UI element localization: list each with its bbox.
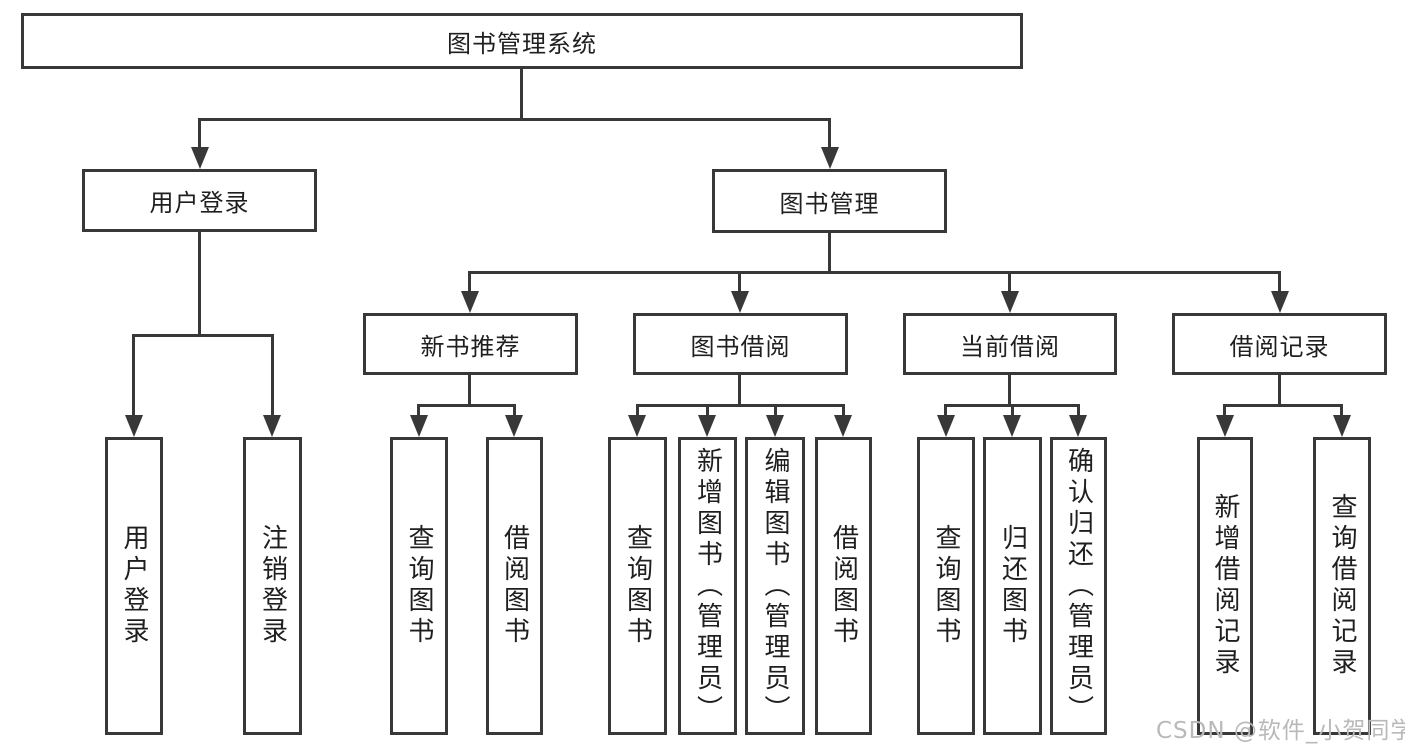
leaf-borrow-books-recommend: 借阅图书 bbox=[486, 437, 543, 735]
connector-arrowhead bbox=[263, 415, 281, 437]
connector-to-leaf bbox=[271, 334, 274, 418]
connector-arrowhead bbox=[1069, 415, 1087, 437]
connector-to-section bbox=[468, 271, 471, 294]
connector-to-leaf bbox=[636, 404, 639, 418]
connector-arrowhead bbox=[1003, 415, 1021, 437]
connector-user-login-stem bbox=[198, 232, 201, 336]
node-borrowing-records: 借阅记录 bbox=[1172, 313, 1387, 375]
leaf-user-login: 用户登录 bbox=[105, 437, 163, 735]
connector-to-section bbox=[1008, 271, 1011, 294]
leaf-logout: 注销登录 bbox=[243, 437, 302, 735]
node-user-login: 用户登录 bbox=[82, 169, 317, 232]
leaf-add-borrow-record: 新增借阅记录 bbox=[1197, 437, 1253, 735]
connector-to-leaf bbox=[842, 404, 845, 418]
connector-arrowhead bbox=[1333, 415, 1351, 437]
connector-level1-rail bbox=[198, 118, 831, 121]
leaf-edit-books-admin: 编辑图书（管理员） bbox=[745, 437, 805, 735]
connector-arrowhead bbox=[834, 415, 852, 437]
connector-to-book-management bbox=[828, 118, 831, 150]
connector-section-stem bbox=[1008, 375, 1011, 407]
leaf-confirm-return-admin: 确认归还（管理员） bbox=[1050, 437, 1107, 735]
connector-to-leaf bbox=[706, 404, 709, 418]
connector-to-leaf bbox=[513, 404, 516, 418]
connector-arrowhead bbox=[1001, 291, 1019, 313]
connector-section-stem bbox=[468, 375, 471, 407]
connector-level2-rail bbox=[468, 271, 1281, 274]
connector-arrowhead bbox=[731, 291, 749, 313]
connector-section-stem bbox=[738, 375, 741, 407]
leaf-borrow-books: 借阅图书 bbox=[815, 437, 872, 735]
connector-arrowhead bbox=[191, 147, 209, 169]
connector-to-leaf bbox=[132, 334, 135, 418]
connector-arrowhead bbox=[505, 415, 523, 437]
connector-arrowhead bbox=[628, 415, 646, 437]
node-library-system: 图书管理系统 bbox=[21, 13, 1023, 69]
connector-arrowhead bbox=[766, 415, 784, 437]
leaf-add-books-admin: 新增图书（管理员） bbox=[678, 437, 737, 735]
connector-to-section bbox=[1278, 271, 1281, 294]
connector-to-leaf bbox=[1340, 404, 1343, 418]
leaf-query-books-recommend: 查询图书 bbox=[390, 437, 448, 735]
connector-arrowhead bbox=[410, 415, 428, 437]
leaf-query-borrow-record: 查询借阅记录 bbox=[1313, 437, 1371, 735]
node-book-management: 图书管理 bbox=[712, 169, 947, 233]
leaf-return-books: 归还图书 bbox=[983, 437, 1042, 735]
connector-group-rail bbox=[1223, 404, 1343, 407]
connector-arrowhead bbox=[461, 291, 479, 313]
node-current-borrowing: 当前借阅 bbox=[903, 313, 1117, 375]
node-book-borrowing: 图书借阅 bbox=[633, 313, 848, 375]
connector-user-login-rail bbox=[132, 334, 274, 337]
connector-arrowhead bbox=[1271, 291, 1289, 313]
node-new-book-recommendation: 新书推荐 bbox=[363, 313, 578, 375]
connector-arrowhead bbox=[698, 415, 716, 437]
connector-to-leaf bbox=[944, 404, 947, 418]
connector-to-leaf bbox=[774, 404, 777, 418]
connector-arrowhead bbox=[1216, 415, 1234, 437]
connector-arrowhead bbox=[821, 147, 839, 169]
connector-section-stem bbox=[1278, 375, 1281, 407]
connector-to-leaf bbox=[1223, 404, 1226, 418]
connector-arrowhead bbox=[125, 415, 143, 437]
connector-to-section bbox=[738, 271, 741, 294]
csdn-watermark: CSDN @软件_小贺同学 bbox=[1156, 718, 1405, 744]
connector-to-user-login bbox=[198, 118, 201, 150]
connector-root-stem bbox=[520, 69, 523, 121]
connector-to-leaf bbox=[417, 404, 420, 418]
leaf-query-books-current: 查询图书 bbox=[917, 437, 975, 735]
connector-group-rail bbox=[636, 404, 845, 407]
connector-arrowhead bbox=[937, 415, 955, 437]
connector-group-rail bbox=[417, 404, 516, 407]
leaf-query-books-borrowing: 查询图书 bbox=[608, 437, 667, 735]
connector-to-leaf bbox=[1011, 404, 1014, 418]
connector-book-management-stem bbox=[828, 233, 831, 274]
connector-to-leaf bbox=[1077, 404, 1080, 418]
